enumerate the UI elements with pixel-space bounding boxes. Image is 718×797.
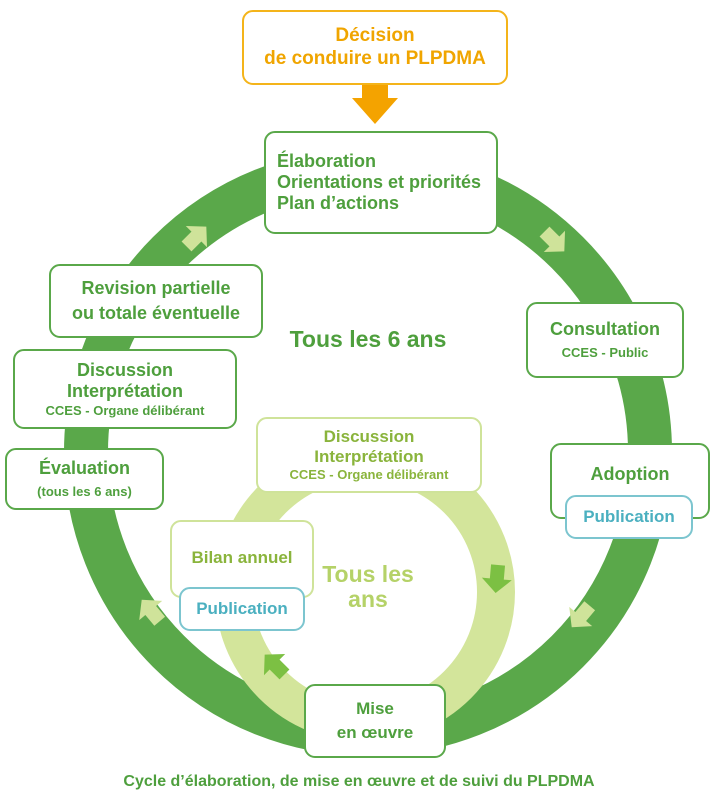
inner-arrow-left bbox=[263, 653, 290, 680]
adoption-publication-badge: Publication bbox=[565, 495, 693, 539]
outer-arrow-left bbox=[139, 599, 166, 626]
revision-box: Revision partielle ou totale éventuelle bbox=[49, 264, 263, 338]
consultation-box: Consultation CCES - Public bbox=[526, 302, 684, 378]
inner-cycle-label-line2: ans bbox=[348, 586, 388, 613]
inner-cycle-label-line1: Tous les bbox=[322, 561, 414, 587]
elaboration-box: Élaboration Orientations et priorités Pl… bbox=[264, 131, 498, 234]
consultation-subtitle: CCES - Public bbox=[561, 345, 649, 361]
bilan-annuel-title: Bilan annuel bbox=[191, 548, 293, 567]
outer-cycle-label: Tous les 6 ans bbox=[289, 326, 447, 352]
discussion-outer-line1: Discussion bbox=[76, 360, 174, 381]
discussion-outer-line3: CCES - Organe délibérant bbox=[45, 402, 205, 418]
bilan-annuel-box: Bilan annuel bbox=[170, 520, 314, 598]
mise-en-oeuvre-box: Mise en œuvre bbox=[304, 684, 446, 758]
decision-line1: Décision bbox=[335, 25, 415, 47]
evaluation-subtitle: (tous les 6 ans) bbox=[37, 484, 132, 500]
discussion-outer-line2: Interprétation bbox=[66, 381, 183, 402]
discussion-outer-box: Discussion Interprétation CCES - Organe … bbox=[13, 349, 237, 429]
outer-arrow-top-left bbox=[181, 225, 208, 252]
discussion-inner-line1: Discussion bbox=[323, 427, 415, 447]
decision-line2: de conduire un PLPDMA bbox=[264, 47, 486, 69]
discussion-inner-line2: Interprétation bbox=[314, 447, 424, 467]
elaboration-plan: Plan d’actions bbox=[277, 193, 400, 214]
inner-cycle-label: Tous les ans bbox=[308, 561, 428, 613]
adoption-title: Adoption bbox=[590, 464, 670, 484]
outer-arrow-right bbox=[569, 601, 596, 628]
elaboration-orientations: Orientations et priorités bbox=[277, 171, 482, 192]
inner-arrows bbox=[263, 564, 512, 680]
revision-line1: Revision partielle bbox=[81, 278, 231, 299]
revision-line2: ou totale éventuelle bbox=[71, 302, 241, 323]
outer-arrows bbox=[139, 225, 596, 628]
bilan-publication-badge: Publication bbox=[179, 587, 305, 631]
bilan-publication-label: Publication bbox=[196, 598, 288, 618]
evaluation-title: Évaluation bbox=[38, 458, 131, 479]
inner-arrow-right bbox=[481, 564, 512, 593]
evaluation-box: Évaluation (tous les 6 ans) bbox=[5, 448, 164, 510]
adoption-publication-label: Publication bbox=[583, 506, 675, 526]
decision-arrow bbox=[352, 84, 398, 124]
mise-en-oeuvre-line1: Mise bbox=[356, 698, 394, 718]
mise-en-oeuvre-line2: en œuvre bbox=[336, 723, 414, 742]
diagram-caption: Cycle d’élaboration, de mise en œuvre et… bbox=[123, 773, 595, 790]
consultation-title: Consultation bbox=[550, 319, 660, 340]
elaboration-title: Élaboration bbox=[277, 150, 377, 171]
discussion-inner-box: Discussion Interprétation CCES - Organe … bbox=[256, 417, 482, 493]
decision-box: Décision de conduire un PLPDMA bbox=[242, 10, 508, 85]
discussion-inner-line3: CCES - Organe délibérant bbox=[289, 467, 449, 483]
outer-arrow-top-right bbox=[539, 226, 566, 253]
